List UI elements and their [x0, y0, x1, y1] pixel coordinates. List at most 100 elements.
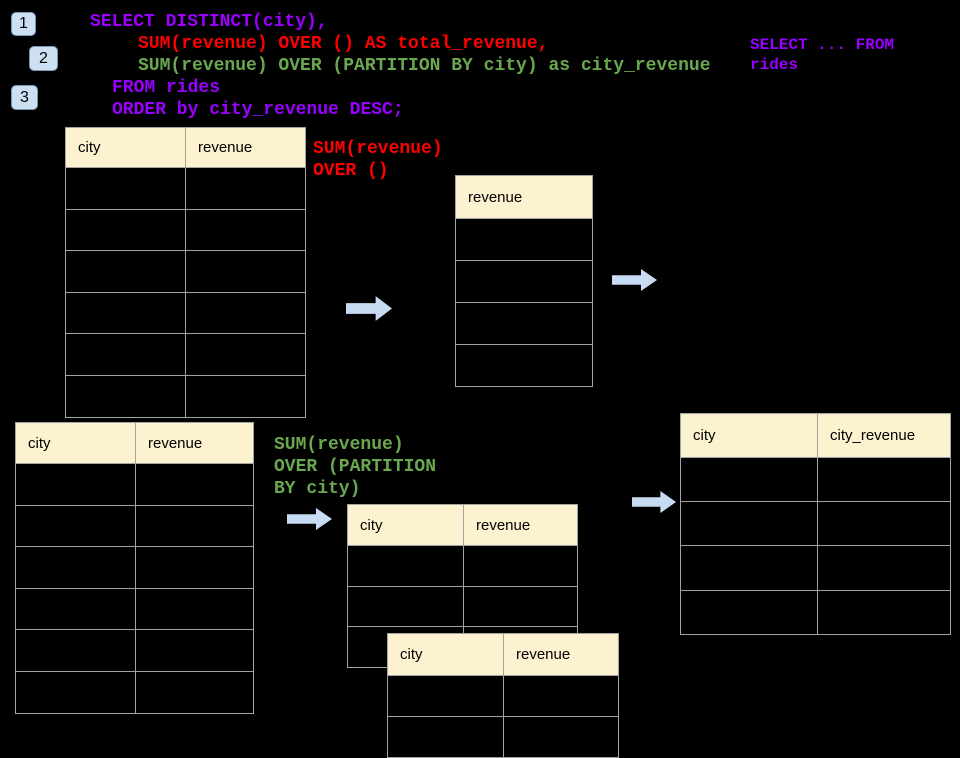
table-cell [455, 218, 593, 261]
source-table-top: city revenue [65, 127, 306, 418]
table-cell [817, 545, 951, 591]
table-cell [680, 589, 818, 635]
table-row [15, 546, 254, 589]
column-header: city [680, 413, 818, 458]
table-row [387, 716, 619, 758]
table-cell [15, 463, 136, 506]
side-code-line-2: rides [750, 56, 799, 74]
table-cell [347, 545, 464, 587]
table-cell [65, 167, 186, 210]
table-cell [65, 291, 186, 335]
table-cell [15, 546, 136, 589]
table-header-row: city revenue [347, 504, 578, 546]
table-cell [680, 545, 818, 591]
table-cell [15, 629, 136, 672]
revenue-only-table: revenue [455, 175, 593, 387]
slide-canvas: { "colors": { "background": "#000000", "… [11, 12, 951, 758]
column-header: revenue [503, 633, 619, 676]
step-1-badge: 1 [11, 12, 36, 36]
column-header: revenue [135, 422, 254, 464]
table-cell [185, 291, 306, 335]
table-row [15, 504, 254, 548]
table-row [455, 260, 593, 303]
table-cell [135, 546, 254, 589]
table-cell [135, 670, 254, 714]
column-header: city [15, 422, 136, 464]
sql-line-partition: SUM(revenue) OVER (PARTITION BY city) as… [138, 56, 711, 76]
table-cell [455, 260, 593, 303]
table-cell [347, 585, 464, 627]
table-cell [65, 250, 186, 293]
table-row [455, 302, 593, 345]
table-row [680, 545, 951, 591]
table-header-row: city city_revenue [680, 413, 951, 458]
table-row [65, 333, 306, 376]
side-code-line-1: SELECT ... FROM [750, 36, 895, 54]
table-row [387, 675, 619, 717]
table-header-row: revenue [455, 175, 593, 219]
table-cell [65, 333, 186, 376]
table-header-row: city revenue [387, 633, 619, 676]
table-cell [680, 501, 818, 547]
table-cell [185, 333, 306, 376]
table-cell [463, 545, 578, 587]
source-table-bottom: city revenue [15, 422, 254, 714]
table-row [347, 545, 578, 587]
table-cell [185, 167, 306, 210]
sql-line-order: ORDER by city_revenue DESC; [112, 100, 404, 120]
total-annotation-line-2: OVER () [313, 161, 389, 181]
table-row [15, 670, 254, 714]
table-cell [135, 504, 254, 548]
table-cell [185, 208, 306, 252]
step-2-badge: 2 [29, 46, 58, 71]
column-header: city_revenue [817, 413, 951, 458]
column-header: revenue [185, 127, 306, 168]
table-row [680, 589, 951, 635]
table-cell [65, 208, 186, 252]
sql-line-from: FROM rides [112, 78, 221, 98]
arrow-right-icon [612, 268, 657, 292]
table-cell [387, 716, 504, 758]
table-row [347, 585, 578, 627]
sql-line-select: SELECT DISTINCT(city), [90, 12, 328, 32]
table-cell [185, 374, 306, 418]
table-cell [65, 374, 186, 418]
table-cell [455, 302, 593, 345]
column-header: city [347, 504, 464, 546]
table-row [15, 463, 254, 506]
column-header: city [65, 127, 186, 168]
table-cell [15, 587, 136, 631]
table-row [65, 291, 306, 335]
column-header: city [387, 633, 504, 676]
table-cell [463, 585, 578, 627]
table-header-row: city revenue [15, 422, 254, 464]
table-row [680, 501, 951, 547]
partition-annotation-line-3: BY city) [274, 479, 361, 499]
step-3-badge: 3 [11, 85, 38, 110]
table-row [455, 218, 593, 261]
column-header: revenue [455, 175, 593, 219]
table-cell [15, 504, 136, 548]
table-cell [817, 456, 951, 503]
arrow-right-icon [632, 490, 677, 514]
table-header-row: city revenue [65, 127, 306, 168]
table-row [15, 587, 254, 631]
table-row [65, 374, 306, 418]
table-cell [680, 456, 818, 503]
table-row [65, 250, 306, 293]
table-cell [817, 589, 951, 635]
partition-annotation-line-2: OVER (PARTITION [274, 457, 437, 477]
table-cell [135, 463, 254, 506]
result-table: city city_revenue [680, 413, 951, 635]
table-cell [817, 501, 951, 547]
table-cell [185, 250, 306, 293]
table-row [65, 208, 306, 252]
arrow-right-icon [287, 507, 332, 531]
table-row [65, 167, 306, 210]
table-cell [455, 344, 593, 387]
table-cell [135, 587, 254, 631]
sql-line-total-revenue: SUM(revenue) OVER () AS total_revenue, [138, 34, 549, 54]
table-cell [503, 716, 619, 758]
table-cell [503, 675, 619, 717]
partition-annotation-line-1: SUM(revenue) [274, 435, 404, 455]
